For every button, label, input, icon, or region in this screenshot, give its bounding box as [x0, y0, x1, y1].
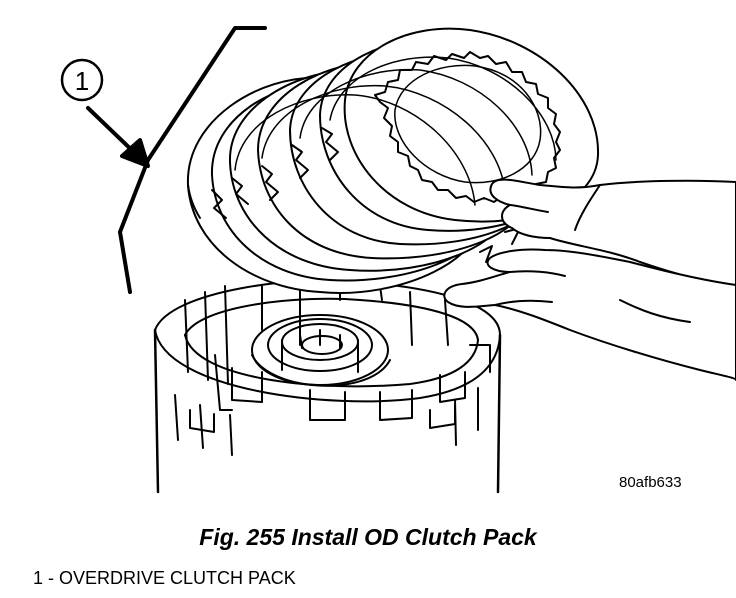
clutch-plates	[186, 27, 600, 294]
hands	[443, 178, 736, 381]
top-plate-teeth	[374, 51, 561, 203]
clutch-pack-illustration: 1	[60, 26, 736, 494]
callout-number: 1	[75, 66, 89, 96]
clutch-drum	[153, 279, 502, 494]
center-hub	[251, 314, 391, 387]
callout-1: 1	[60, 58, 104, 102]
legend-item-1: 1 - OVERDRIVE CLUTCH PACK	[33, 568, 296, 588]
figure-code: 80afb633	[619, 474, 682, 491]
figure-caption: Fig. 255 Install OD Clutch Pack	[199, 524, 537, 550]
callout-arrow	[86, 106, 150, 168]
plate-ring-details	[234, 56, 557, 206]
